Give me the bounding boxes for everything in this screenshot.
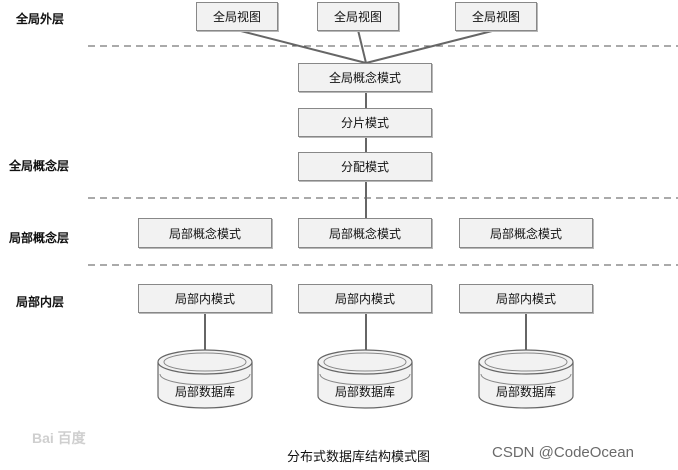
- local-conceptual-schema-box: 局部概念模式: [459, 218, 593, 248]
- layer-separators: [88, 45, 678, 266]
- global-conceptual-schema-box: 全局概念模式: [298, 63, 432, 92]
- baidu-watermark: Bai 百度: [32, 430, 86, 446]
- database-icon: [317, 349, 413, 409]
- connector-view-1: [236, 29, 367, 64]
- local-conceptual-schema-box: 局部概念模式: [298, 218, 432, 248]
- database-icon: [478, 349, 574, 409]
- figure-caption: 分布式数据库结构模式图: [287, 450, 431, 465]
- local-internal-schema-box: 局部内模式: [298, 284, 432, 313]
- global-view-box: 全局视图: [455, 2, 537, 31]
- local-internal-schema-box: 局部内模式: [138, 284, 272, 313]
- global-view-box: 全局视图: [196, 2, 278, 31]
- global-view-box: 全局视图: [317, 2, 399, 31]
- layer-label-local-internal: 局部内层: [16, 295, 65, 309]
- allocation-schema-box: 分配模式: [298, 152, 432, 181]
- local-conceptual-schema-box: 局部概念模式: [138, 218, 272, 248]
- local-internal-schema-box: 局部内模式: [459, 284, 593, 313]
- local-database-label: 局部数据库: [495, 385, 556, 399]
- fragmentation-schema-box: 分片模式: [298, 108, 432, 137]
- local-database-label: 局部数据库: [334, 385, 395, 399]
- layer-label-global-external: 全局外层: [16, 12, 65, 26]
- layer-label-local-conceptual: 局部概念层: [9, 231, 70, 245]
- csdn-watermark: CSDN @CodeOcean: [492, 444, 634, 461]
- connector-view-2: [357, 29, 367, 64]
- database-cylinders: [157, 349, 574, 409]
- database-icon: [157, 349, 253, 409]
- local-database-label: 局部数据库: [174, 385, 235, 399]
- layer-label-global-conceptual: 全局概念层: [9, 159, 70, 173]
- connector-view-3: [365, 29, 497, 64]
